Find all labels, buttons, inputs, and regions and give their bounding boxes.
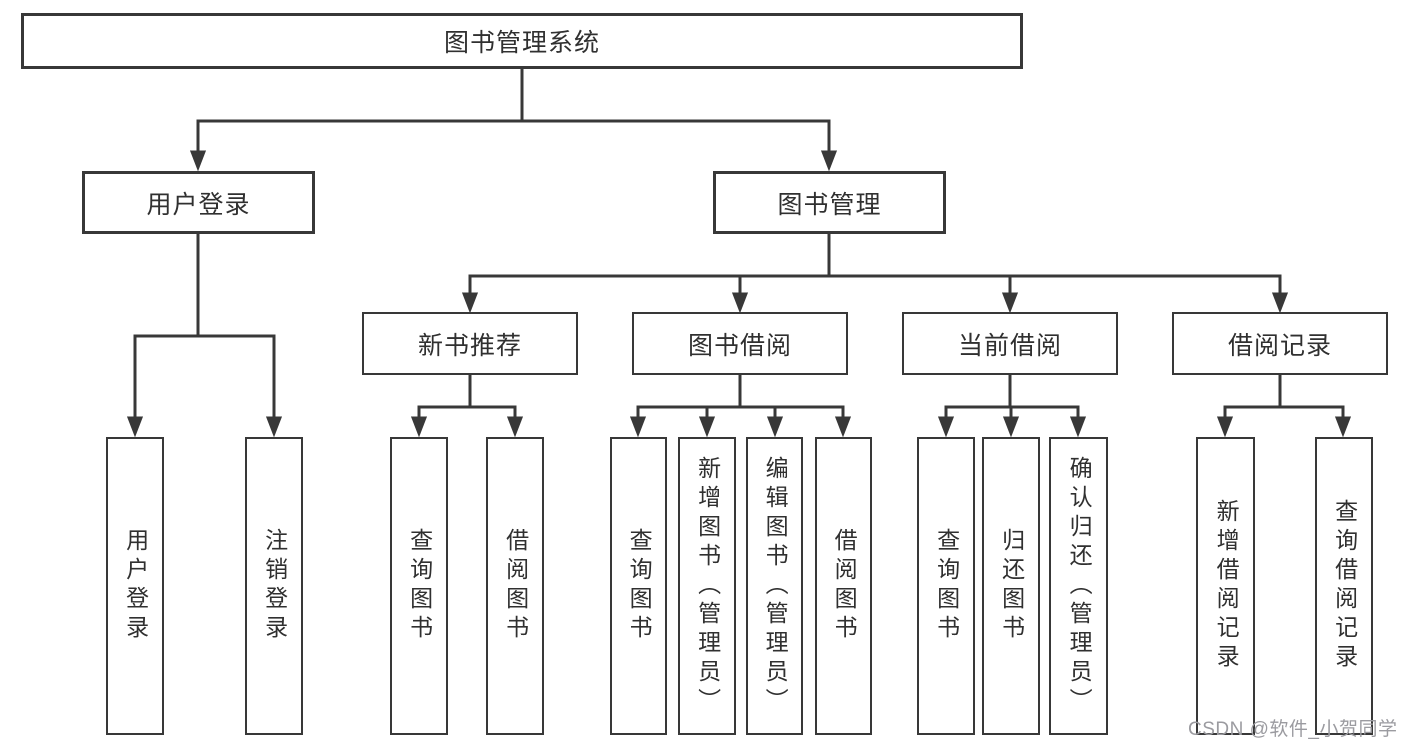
node-label: 查询图书 — [933, 528, 960, 644]
node-label: 确认归还（管理员） — [1066, 455, 1093, 717]
leaf-bb-query-book: 查询图书 — [610, 437, 667, 735]
leaf-br-query-record: 查询借阅记录 — [1315, 437, 1373, 735]
node-label: 新增借阅记录 — [1213, 499, 1240, 673]
leaf-nb-query-book: 查询图书 — [390, 437, 448, 735]
leaf-user-login: 用户登录 — [106, 437, 164, 735]
node-label: 新书推荐 — [417, 331, 522, 360]
node-label: 借阅图书 — [502, 528, 529, 644]
node-root: 图书管理系统 — [21, 13, 1023, 69]
node-book-management: 图书管理 — [713, 171, 946, 234]
csdn-watermark: CSDN @软件_小贺同学 — [1188, 719, 1398, 740]
leaf-nb-borrow-book: 借阅图书 — [486, 437, 544, 735]
leaf-cb-return-book: 归还图书 — [982, 437, 1040, 735]
node-label: 借阅图书 — [831, 528, 858, 644]
leaf-bb-add-book-admin: 新增图书（管理员） — [678, 437, 736, 735]
node-label: 新增图书（管理员） — [694, 455, 721, 717]
node-label: 查询图书 — [626, 528, 653, 644]
node-label: 归还图书 — [998, 528, 1025, 644]
node-new-book-recommend: 新书推荐 — [362, 312, 578, 375]
leaf-br-add-record: 新增借阅记录 — [1196, 437, 1255, 735]
leaf-bb-edit-book-admin: 编辑图书（管理员） — [746, 437, 803, 735]
node-label: 查询借阅记录 — [1331, 499, 1358, 673]
node-current-borrow: 当前借阅 — [902, 312, 1118, 375]
node-label: 图书借阅 — [687, 331, 792, 360]
node-user-login: 用户登录 — [82, 171, 315, 234]
node-label: 图书管理 — [777, 190, 882, 219]
node-label: 用户登录 — [146, 190, 251, 219]
leaf-bb-borrow-book: 借阅图书 — [815, 437, 872, 735]
node-label: 注销登录 — [261, 528, 288, 644]
node-borrow-records: 借阅记录 — [1172, 312, 1388, 375]
leaf-logout: 注销登录 — [245, 437, 303, 735]
node-label: 借阅记录 — [1227, 331, 1332, 360]
node-label: 图书管理系统 — [443, 29, 600, 57]
node-label: 查询图书 — [406, 528, 433, 644]
leaf-cb-confirm-return-admin: 确认归还（管理员） — [1049, 437, 1108, 735]
node-label: 当前借阅 — [957, 331, 1062, 360]
node-book-borrow: 图书借阅 — [632, 312, 848, 375]
node-label: 用户登录 — [122, 528, 149, 644]
leaf-cb-query-book: 查询图书 — [917, 437, 975, 735]
node-label: 编辑图书（管理员） — [762, 455, 789, 717]
